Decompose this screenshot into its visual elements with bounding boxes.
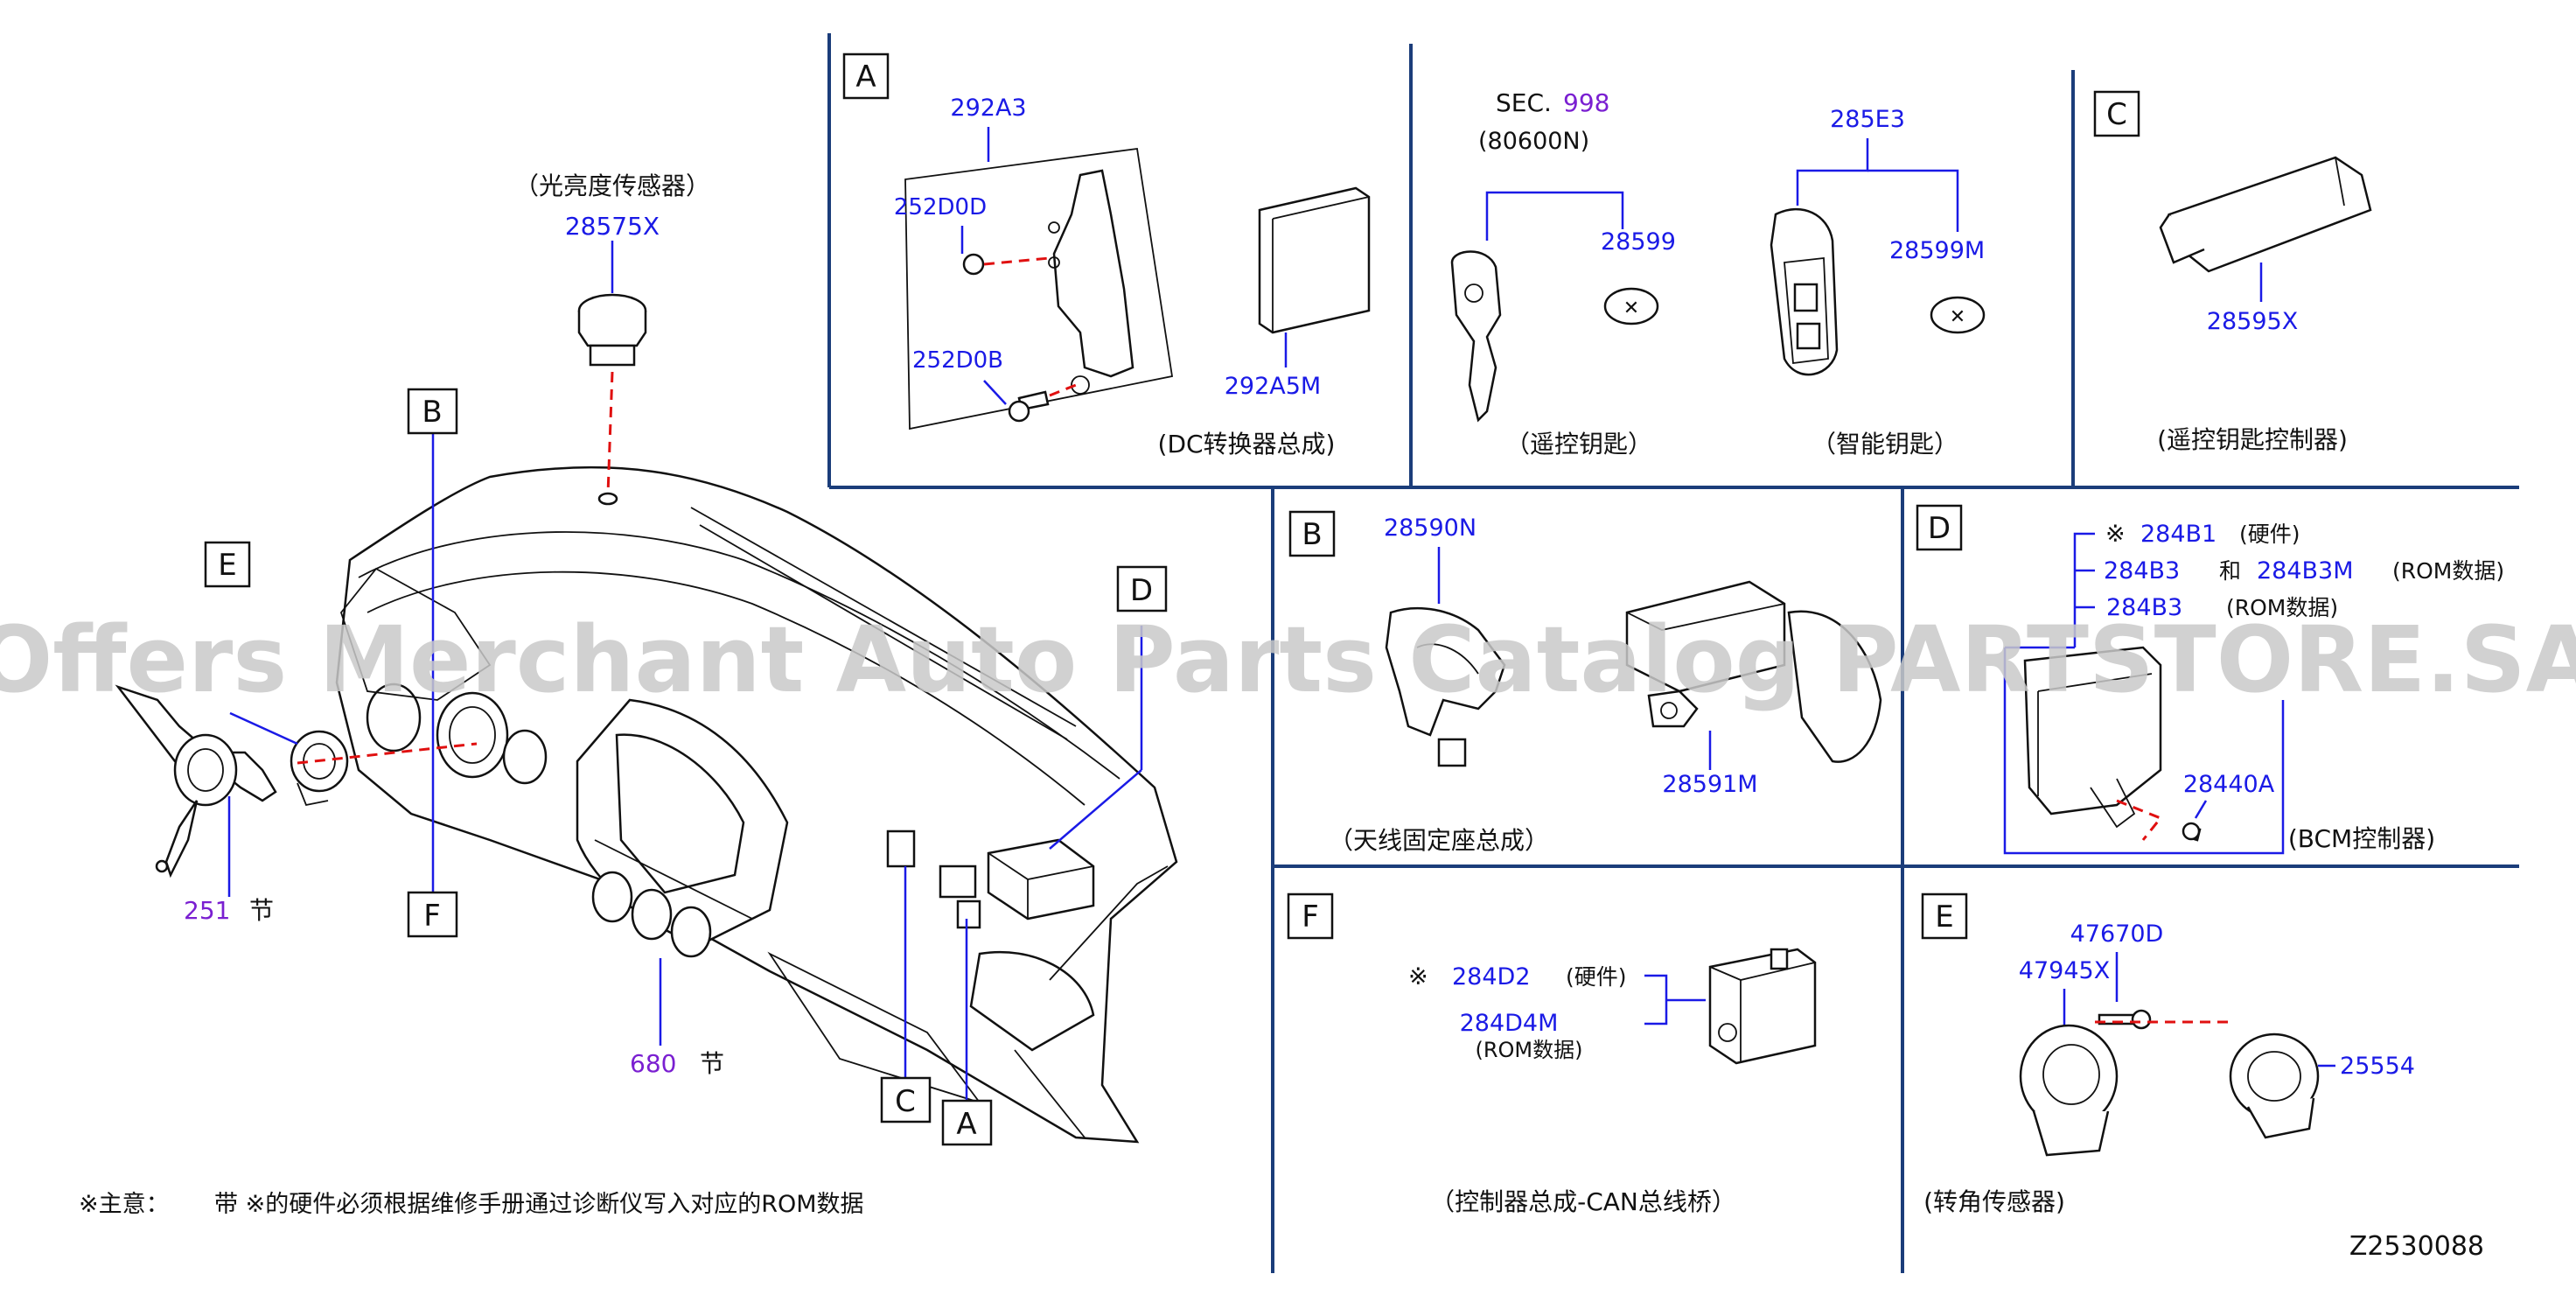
part-47670D: 47670D [2070, 920, 2164, 948]
main-angle-sensor [290, 730, 478, 807]
sec-number: 998 [1563, 88, 1609, 117]
dashboard-assembly [335, 466, 1178, 1144]
part-252D0B: 252D0B [912, 347, 1003, 374]
light-sensor [577, 241, 647, 495]
section-680: 680 [630, 1049, 676, 1078]
callout-box-E: E [204, 541, 251, 588]
panel-keys: SEC. 998 (80600N) 28599 ✕ （遥控钥匙） 285E3 2… [1450, 88, 1986, 458]
callout-box-B: B [407, 388, 458, 435]
footnote-mark: ※主意： [79, 1191, 170, 1218]
panel-D-letter: D [1916, 504, 1963, 551]
svg-text:E: E [1935, 900, 1953, 934]
svg-text:B: B [422, 395, 442, 430]
part-28595X: 28595X [2207, 308, 2298, 335]
combination-switch [115, 684, 277, 897]
part-28590N: 28590N [1384, 514, 1476, 542]
svg-text:D: D [1130, 573, 1153, 608]
callout-box-F: F [407, 891, 458, 938]
svg-text:C: C [2106, 97, 2127, 132]
part-25554: 25554 [2340, 1053, 2415, 1080]
part-292A3: 292A3 [950, 94, 1026, 122]
note-284D2: (硬件) [1566, 964, 1627, 990]
panel-E-letter: E [1921, 892, 1968, 940]
battery-mark-remote: ✕ [1623, 298, 1639, 319]
footnote-text: 带 ※的硬件必须根据维修手册通过诊断仪写入对应的ROM数据 [214, 1191, 864, 1218]
svg-text:A: A [855, 60, 876, 94]
watermark: Offers Merchant Auto Parts Catalog PARTS… [0, 606, 2576, 713]
panel-F: F ※ 284D2 (硬件) 284D4M (ROM数据) （控制器总成-CAN… [1287, 892, 1817, 1216]
svg-text:F: F [423, 899, 441, 934]
panel-C-caption: (遥控钥匙控制器) [2157, 425, 2348, 454]
callout-box-D: D [1116, 565, 1168, 612]
svg-text:E: E [218, 548, 236, 583]
note-284B3: (ROM数据) [2226, 595, 2338, 620]
callout-leaders [229, 429, 1143, 1101]
section-251: 251 [184, 896, 230, 925]
sec-sub: (80600N) [1478, 128, 1589, 155]
part-28599: 28599 [1601, 228, 1676, 256]
part-28591M: 28591M [1662, 771, 1757, 798]
panel-F-caption: （控制器总成-CAN总线桥） [1430, 1187, 1736, 1216]
panel-B: B 28590N 28591M （天线固定座总成） [1288, 510, 1882, 855]
sec-prefix: SEC. [1496, 88, 1552, 117]
part-28440A: 28440A [2183, 771, 2275, 798]
remote-caption: （遥控钥匙） [1505, 430, 1652, 458]
panel-B-letter: B [1288, 510, 1336, 557]
note-284B1: (硬件) [2239, 522, 2300, 547]
note-284D4M: (ROM数据) [1476, 1038, 1583, 1062]
panel-C: C 28595X (遥控钥匙控制器) [2093, 90, 2372, 454]
smart-caption: （智能钥匙） [1812, 430, 1958, 458]
note-284B3M: (ROM数据) [2392, 558, 2504, 584]
panel-D-caption: (BCM控制器) [2288, 824, 2435, 853]
panel-D-and: 和 [2219, 558, 2241, 584]
panel-D: D ※ 284B1 (硬件) 284B3 和 284B3M (ROM数据) 28… [1916, 504, 2504, 855]
panel-D-mark: ※ [2105, 521, 2126, 548]
part-292A5M: 292A5M [1225, 373, 1321, 400]
svg-text:A: A [956, 1107, 976, 1142]
part-284B3-a: 284B3 [2104, 557, 2180, 584]
section-680-suffix: 节 [700, 1049, 724, 1078]
panel-E-caption: (转角传感器) [1923, 1187, 2065, 1216]
battery-mark-smart: ✕ [1950, 306, 1965, 328]
panel-F-letter: F [1287, 892, 1334, 940]
part-47945X: 47945X [2019, 957, 2110, 984]
part-28575X: 28575X [565, 212, 660, 241]
panel-A: A 292A3 252D0D 252D0B 292A5M (DC转换器总成) [842, 52, 1371, 458]
svg-text:F: F [1302, 900, 1319, 934]
panel-F-mark: ※ [1408, 963, 1428, 990]
callout-box-A: A [941, 1099, 993, 1146]
svg-text:D: D [1928, 511, 1951, 546]
svg-text:B: B [1302, 517, 1322, 552]
part-252D0D: 252D0D [894, 194, 987, 220]
part-28599M: 28599M [1889, 237, 1985, 264]
part-284B1: 284B1 [2140, 521, 2216, 548]
sensor-caption: （光亮度传感器） [514, 172, 710, 200]
part-285E3: 285E3 [1830, 106, 1905, 133]
section-251-suffix: 节 [249, 896, 274, 925]
svg-text:C: C [895, 1084, 916, 1119]
panel-C-letter: C [2093, 90, 2140, 137]
drawing-code: Z2530088 [2349, 1231, 2484, 1262]
part-284B3-b: 284B3 [2106, 594, 2182, 621]
part-284D2: 284D2 [1452, 963, 1531, 990]
panel-A-letter: A [842, 52, 890, 100]
part-284B3M: 284B3M [2257, 557, 2354, 584]
panel-B-caption: （天线固定座总成） [1329, 826, 1549, 855]
callout-box-C: C [880, 1076, 932, 1124]
panel-frame [827, 33, 2519, 1273]
panel-E: E 47670D 47945X 25554 (转角传感器) [1921, 892, 2415, 1216]
part-284D4M: 284D4M [1460, 1010, 1559, 1037]
panel-A-caption: (DC转换器总成) [1158, 430, 1336, 458]
